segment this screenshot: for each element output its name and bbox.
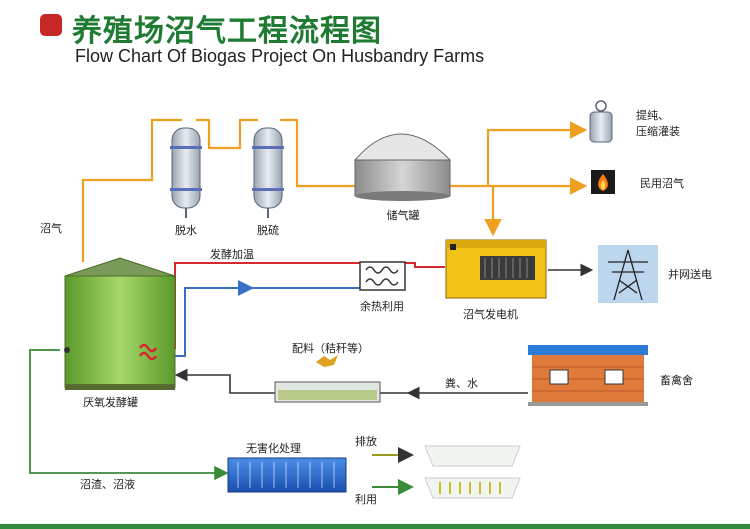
feed-pipe	[174, 368, 528, 400]
label-compress-fill: 压缩灌装	[636, 125, 680, 138]
label-purify: 提纯、	[636, 109, 669, 122]
label-grid: 并网送电	[668, 267, 712, 281]
gas-holder-icon	[353, 133, 452, 201]
label-ferment-heat: 发酵加温	[210, 247, 254, 261]
discharge-basin-icon	[424, 445, 521, 467]
footer-bar	[0, 524, 750, 529]
desulfur-column-icon	[252, 127, 284, 218]
label-desulfur: 脱硫	[257, 223, 279, 237]
barn-icon	[528, 345, 648, 406]
mixing-tank-icon	[274, 355, 381, 403]
output-arrows	[372, 447, 414, 495]
treatment-pool-icon	[227, 457, 347, 493]
label-ingredient: 配料（秸秆等）	[292, 341, 369, 355]
power-tower-icon	[598, 245, 658, 303]
label-generator: 沼气发电机	[463, 307, 518, 321]
reuse-field-icon	[424, 477, 521, 499]
digester-tank-icon	[64, 257, 176, 390]
label-digester: 厌氧发酵罐	[83, 395, 138, 409]
label-biogas: 沼气	[40, 221, 62, 235]
label-dewater: 脱水	[175, 223, 197, 237]
biogas-pipe	[81, 118, 588, 262]
label-barn: 畜禽舍	[660, 373, 693, 387]
label-manure: 粪、水	[445, 376, 478, 390]
label-gas-holder: 储气罐	[387, 208, 420, 222]
label-discharge: 排放	[355, 434, 377, 448]
label-reuse: 利用	[355, 493, 377, 506]
page-subtitle: Flow Chart Of Biogas Project On Husbandr…	[75, 46, 485, 66]
label-residue: 沼渣、沼液	[80, 477, 135, 491]
dewater-column-icon	[170, 127, 202, 218]
title-marker-icon	[40, 14, 62, 36]
heat-exchanger-icon	[359, 261, 406, 291]
generator-icon	[445, 239, 547, 299]
page-title: 养殖场沼气工程流程图	[72, 14, 382, 49]
residue-pipe	[29, 349, 229, 481]
compression-tank-icon	[589, 100, 613, 143]
label-heat-reuse: 余热利用	[360, 299, 404, 313]
label-civil-gas: 民用沼气	[640, 176, 684, 190]
label-treatment: 无害化处理	[246, 441, 301, 455]
flame-icon	[591, 170, 615, 194]
